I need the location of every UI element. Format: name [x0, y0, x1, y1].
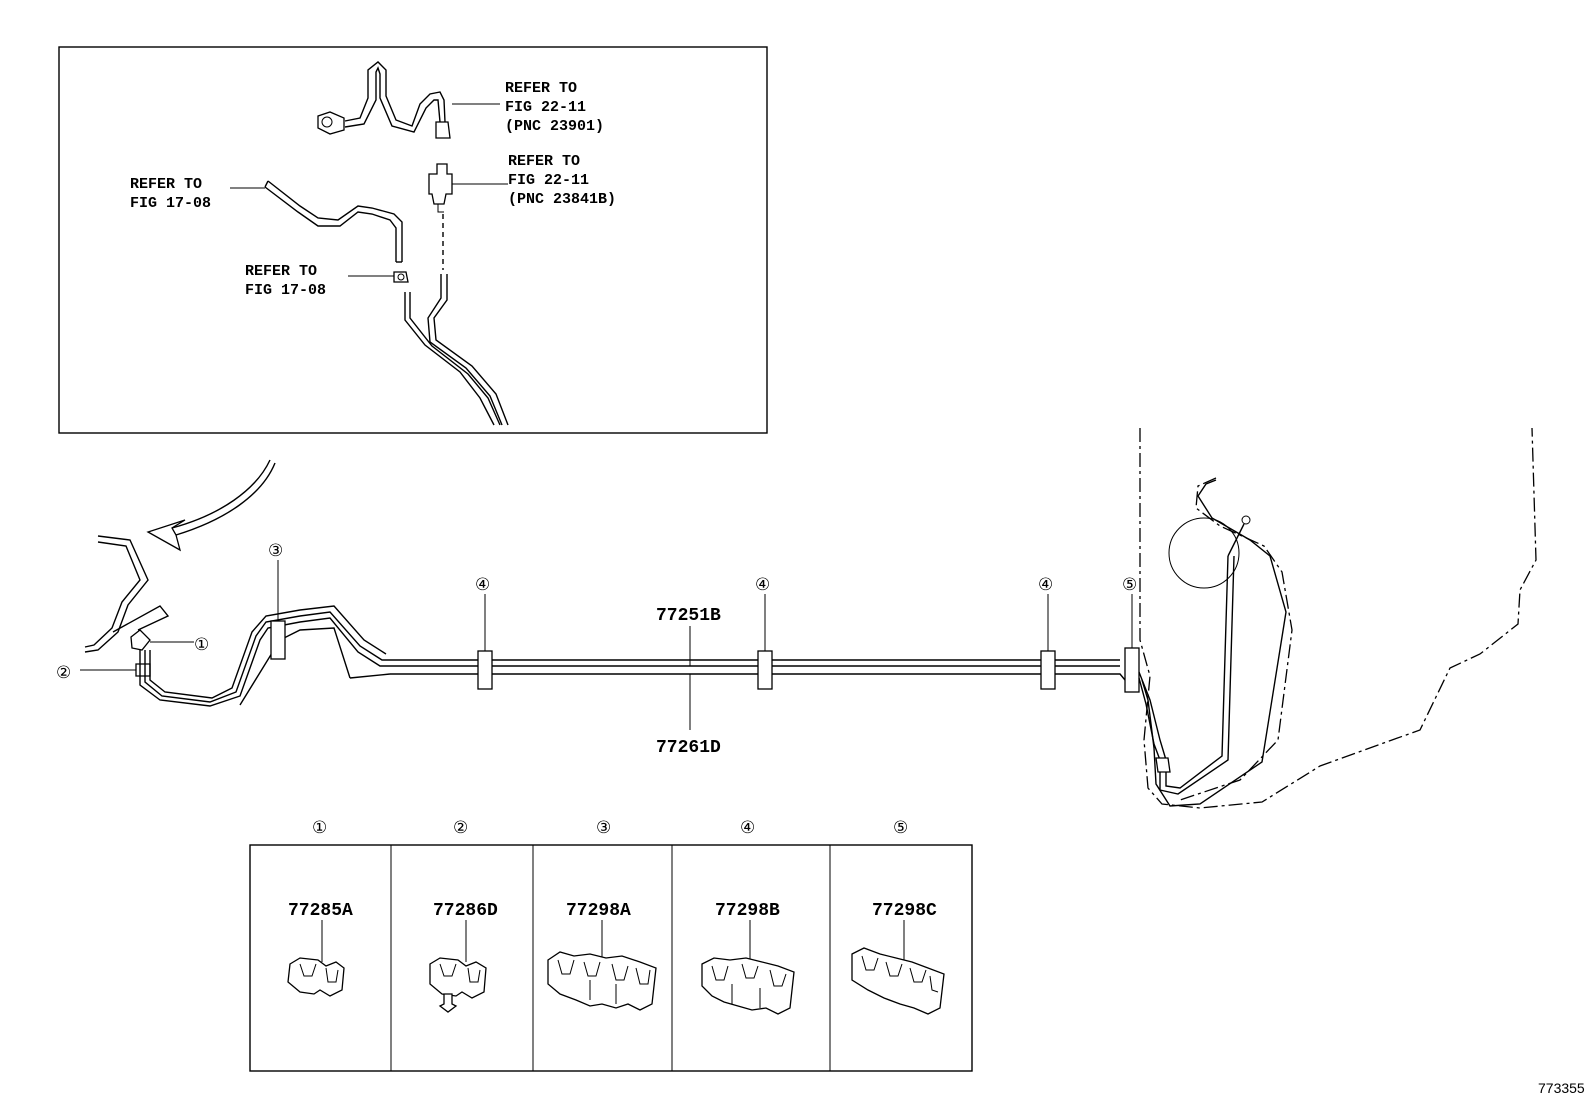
callout-1: ①: [150, 635, 209, 655]
upper-hose: [317, 61, 451, 139]
clip-4b: [757, 650, 773, 690]
svg-text:④: ④: [740, 818, 755, 838]
clip-77286d-shape: [429, 957, 487, 999]
callout-4c: ④: [1038, 575, 1053, 651]
svg-text:④: ④: [755, 575, 770, 595]
svg-text:⑤: ⑤: [893, 818, 908, 838]
legend-cell-2: ② 77286D: [429, 818, 498, 1013]
clip-4a: [477, 650, 493, 690]
callout-5: ⑤: [1122, 575, 1137, 648]
clip-3: [270, 620, 286, 660]
legend-cell-5: ⑤ 77298C: [851, 818, 945, 1015]
wheel-outline: [1168, 517, 1240, 589]
svg-text:③: ③: [596, 818, 611, 838]
callout-2: ②: [56, 663, 136, 683]
svg-text:77298B: 77298B: [715, 901, 780, 921]
clip-5: [1124, 647, 1140, 693]
svg-text:77298C: 77298C: [872, 901, 937, 921]
part-77261d-label: 77261D: [656, 738, 721, 758]
svg-text:77285A: 77285A: [288, 901, 353, 921]
legend-cell-3: ③ 77298A: [547, 818, 657, 1011]
svg-text:①: ①: [194, 635, 209, 655]
svg-text:④: ④: [1038, 575, 1053, 595]
left-hose: [264, 180, 403, 263]
clip-77298a-shape: [547, 951, 657, 1011]
brake-pipes: [139, 605, 1126, 707]
svg-text:③: ③: [268, 541, 283, 561]
svg-text:77286D: 77286D: [433, 901, 498, 921]
main-assembly: [84, 427, 1537, 809]
clip-4c: [1040, 650, 1056, 690]
callout-4a: ④: [475, 575, 490, 651]
svg-text:②: ②: [453, 818, 468, 838]
legend-cell-1: ① 77285A: [287, 818, 353, 997]
connector-23841b: [428, 163, 453, 270]
clip-legend: ① 77285A ② 77286D ③ 77298A: [249, 818, 973, 1072]
ref-17-08-a: REFER TO FIG 17-08: [130, 176, 211, 212]
callout-4b: ④: [755, 575, 770, 651]
curved-arrow: [146, 459, 276, 552]
inset-frame: [58, 46, 768, 434]
front-hose: [84, 535, 149, 653]
legend-cell-4: ④ 77298B: [701, 818, 795, 1015]
clip-77285a-shape: [287, 957, 345, 997]
svg-text:②: ②: [56, 663, 71, 683]
rear-pipes: [1138, 479, 1287, 807]
callouts: ① ② ③ ④ ④ ④ ⑤: [56, 541, 1137, 683]
clip-2-on-pipe: [135, 663, 151, 677]
pipe-part-labels: 77251B 77261D: [656, 606, 721, 758]
body-outline: [1139, 427, 1537, 809]
clip-1-on-pipe: [130, 629, 151, 651]
part-77251b-label: 77251B: [656, 606, 721, 626]
svg-text:77298A: 77298A: [566, 901, 631, 921]
callout-3: ③: [268, 541, 283, 621]
svg-text:④: ④: [475, 575, 490, 595]
ref-22-11-b: REFER TO FIG 22-11 (PNC 23841B): [508, 153, 616, 208]
ref-22-11-a: REFER TO FIG 22-11 (PNC 23901): [505, 80, 604, 135]
ref-17-08-b: REFER TO FIG 17-08: [245, 263, 326, 299]
clip-77298c-shape: [851, 947, 945, 1015]
figure-id: 773355: [1538, 1080, 1585, 1096]
small-clip: [393, 271, 409, 283]
svg-text:①: ①: [312, 818, 327, 838]
inset-pipes: [404, 274, 509, 426]
inset-detail: REFER TO FIG 22-11 (PNC 23901) REFER TO …: [58, 46, 768, 434]
svg-text:⑤: ⑤: [1122, 575, 1137, 595]
